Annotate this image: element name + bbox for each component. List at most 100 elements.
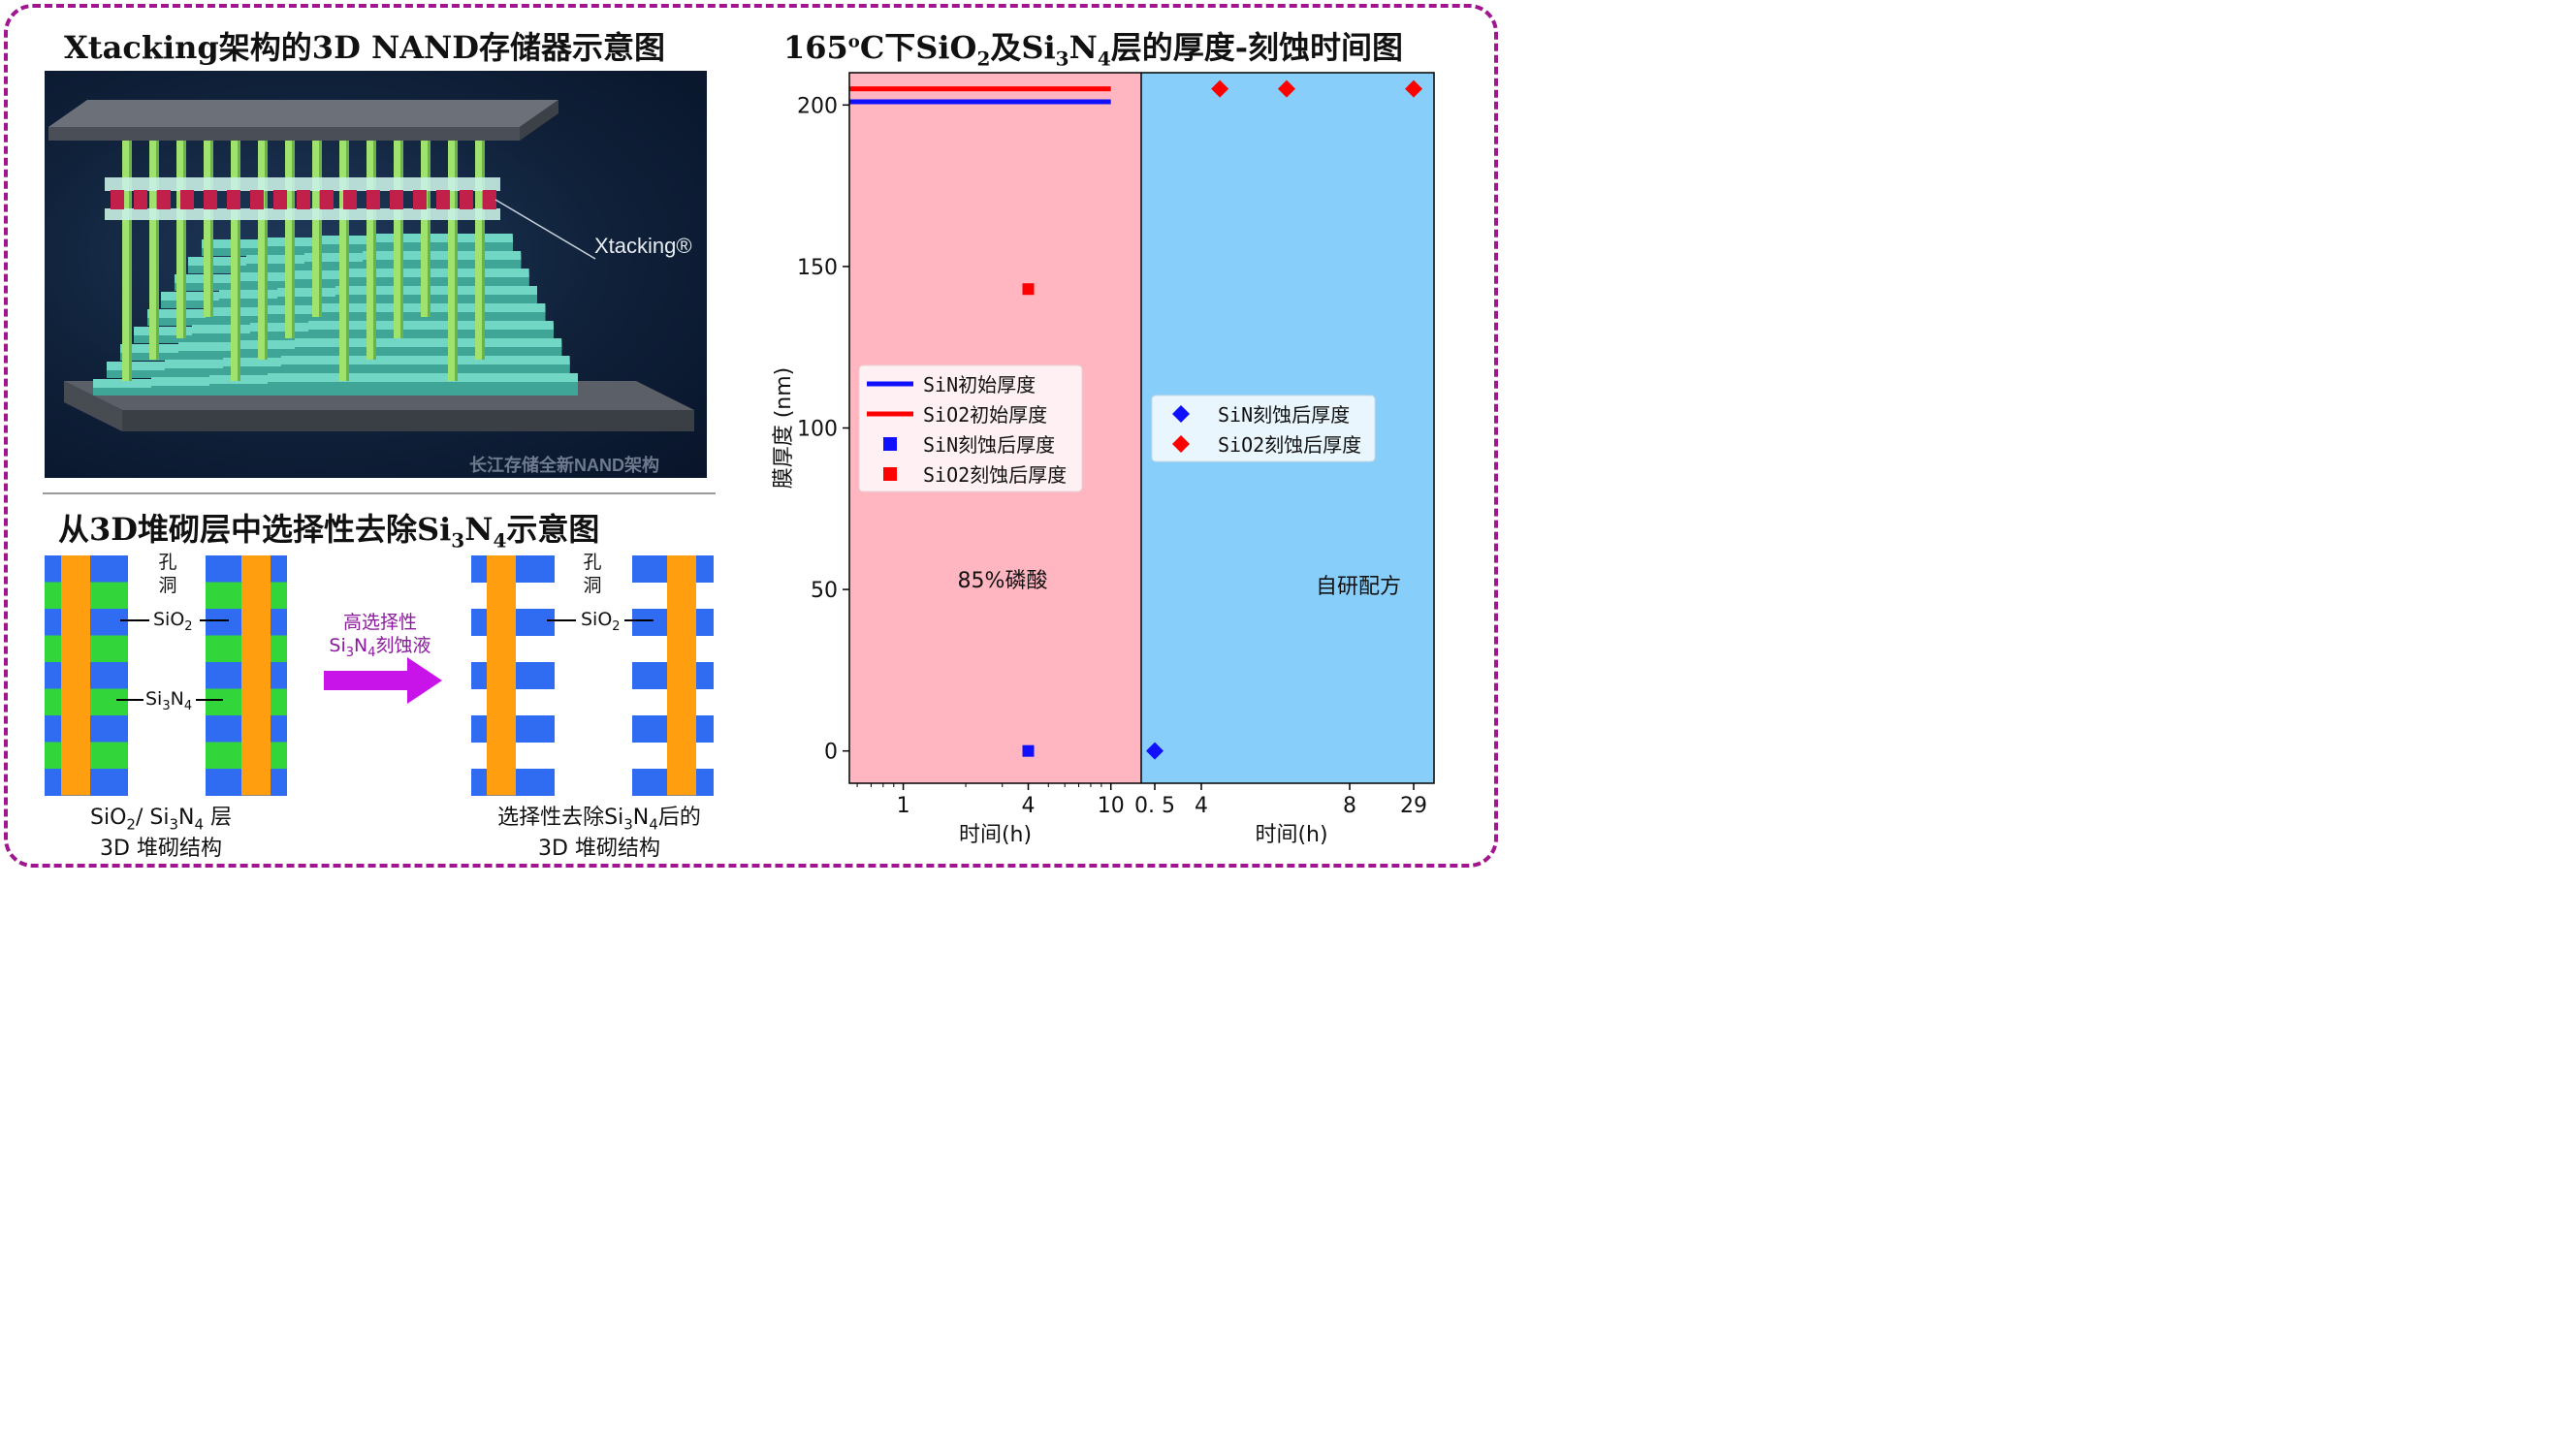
legend-box xyxy=(858,364,1083,492)
bond-block xyxy=(460,190,473,209)
arrow-label-1: 高选择性 xyxy=(342,612,417,633)
legend-entry: SiO2初始厚度 xyxy=(923,403,1047,427)
bond-block xyxy=(180,190,194,209)
hole-label-left: 孔洞 xyxy=(158,552,177,596)
legend-swatch-diamond xyxy=(1172,435,1190,453)
vertical-pillars xyxy=(122,129,485,381)
pillar xyxy=(241,555,271,796)
diamond-point xyxy=(1277,79,1295,98)
arrow-label-2: Si3N4刻蚀液 xyxy=(329,635,431,660)
xtacking-bonds xyxy=(111,190,496,209)
pillar-shade xyxy=(319,129,322,317)
pillar-shade xyxy=(265,129,268,360)
pillar xyxy=(339,129,346,381)
pillar xyxy=(176,129,183,338)
stair-layer-dark xyxy=(308,330,554,337)
stair-layer xyxy=(376,234,513,242)
legend-entry: SiO2刻蚀后厚度 xyxy=(1218,433,1361,457)
xtacking-render-svg: Xtacking® 长江存储全新NAND架构 xyxy=(48,100,694,475)
pillar xyxy=(312,129,319,317)
bond-block xyxy=(343,190,357,209)
stair-layer-dark xyxy=(376,242,513,250)
stack-after xyxy=(471,555,714,796)
x-tick-label: 1 xyxy=(897,794,910,818)
bond-block xyxy=(111,190,124,209)
legend-entry: SiN刻蚀后厚度 xyxy=(1218,403,1350,427)
y-tick-label: 0 xyxy=(824,741,838,765)
bond-block xyxy=(413,190,427,209)
pillar xyxy=(204,129,210,317)
legend-box xyxy=(1151,395,1376,462)
bond-block xyxy=(273,190,287,209)
pillar xyxy=(149,129,156,360)
bond-block xyxy=(367,190,380,209)
pillar xyxy=(394,129,400,338)
chart-title: 165oC下SiO2及Si3N4层的厚度-刻蚀时间图 xyxy=(783,29,1404,71)
legend-entry: SiN刻蚀后厚度 xyxy=(923,433,1055,457)
x-tick-label: 10 xyxy=(1098,794,1125,818)
bottom-slab-front xyxy=(122,410,694,431)
y-tick-label: 100 xyxy=(797,418,838,442)
sio2-label-right: SiO2 xyxy=(581,609,621,634)
bond-block xyxy=(250,190,264,209)
stair-layer xyxy=(268,373,578,382)
y-tick-label: 50 xyxy=(811,579,838,603)
stair-layer-dark xyxy=(335,295,537,302)
stack-before xyxy=(45,555,287,796)
bond-block xyxy=(320,190,334,209)
section-divider xyxy=(43,492,716,494)
x-tick-label: 0. 5 xyxy=(1134,794,1175,818)
pillar-shade xyxy=(400,129,403,338)
pillar xyxy=(231,129,238,381)
right-caption-1: 选择性去除Si3N4后的 xyxy=(497,806,701,834)
pillar-shade xyxy=(482,129,485,360)
bottom-slab-side xyxy=(64,381,122,431)
stair-layer xyxy=(308,321,554,330)
left-caption-1: SiO2/ Si3N4 层 xyxy=(90,806,232,834)
diamond-point xyxy=(1146,742,1164,760)
stair-layer xyxy=(335,286,537,295)
stair-layer-dark xyxy=(363,260,522,268)
callout-line xyxy=(494,199,596,260)
stair-layer-dark xyxy=(349,277,529,285)
y-tick-label: 150 xyxy=(797,256,838,280)
square-point xyxy=(1022,744,1035,757)
top-slab-side xyxy=(520,100,558,141)
x-tick-label: 29 xyxy=(1400,794,1427,818)
legend-entry: SiN初始厚度 xyxy=(923,373,1036,396)
x-axis-label-acid: 时间(h) xyxy=(959,823,1032,847)
diamond-point xyxy=(1211,79,1229,98)
pillar xyxy=(367,129,373,360)
x-tick-label: 4 xyxy=(1195,794,1208,818)
pillar-shade xyxy=(156,129,159,360)
stair-layer xyxy=(349,269,529,277)
pillar xyxy=(258,129,265,360)
pillar xyxy=(61,555,90,796)
stair-layer-dark xyxy=(322,312,546,320)
bond-block xyxy=(436,190,450,209)
pillar-shade xyxy=(210,129,213,317)
pillar-shade xyxy=(373,129,376,360)
annotation-recipe: 自研配方 xyxy=(1316,575,1401,599)
stair-layer-dark xyxy=(295,347,562,355)
x-axis-label-recipe: 时间(h) xyxy=(1255,823,1327,847)
staircase-layers xyxy=(93,234,578,396)
pillar xyxy=(421,129,428,317)
bond-block xyxy=(297,190,310,209)
pillar xyxy=(122,129,129,381)
process-arrow xyxy=(324,657,442,704)
dashed-frame xyxy=(4,4,1498,868)
pillar-shade xyxy=(292,129,295,338)
legend-swatch-square xyxy=(883,437,897,451)
bond-block xyxy=(483,190,496,209)
bond-block xyxy=(390,190,403,209)
pillar-shade xyxy=(183,129,186,338)
pillar-shade xyxy=(455,129,458,381)
xtacking-render: Xtacking® 长江存储全新NAND架构 xyxy=(45,71,707,478)
pillar xyxy=(475,129,482,360)
pillar-shade xyxy=(238,129,240,381)
stair-layer-dark xyxy=(281,364,570,372)
stair-layer xyxy=(363,251,522,260)
